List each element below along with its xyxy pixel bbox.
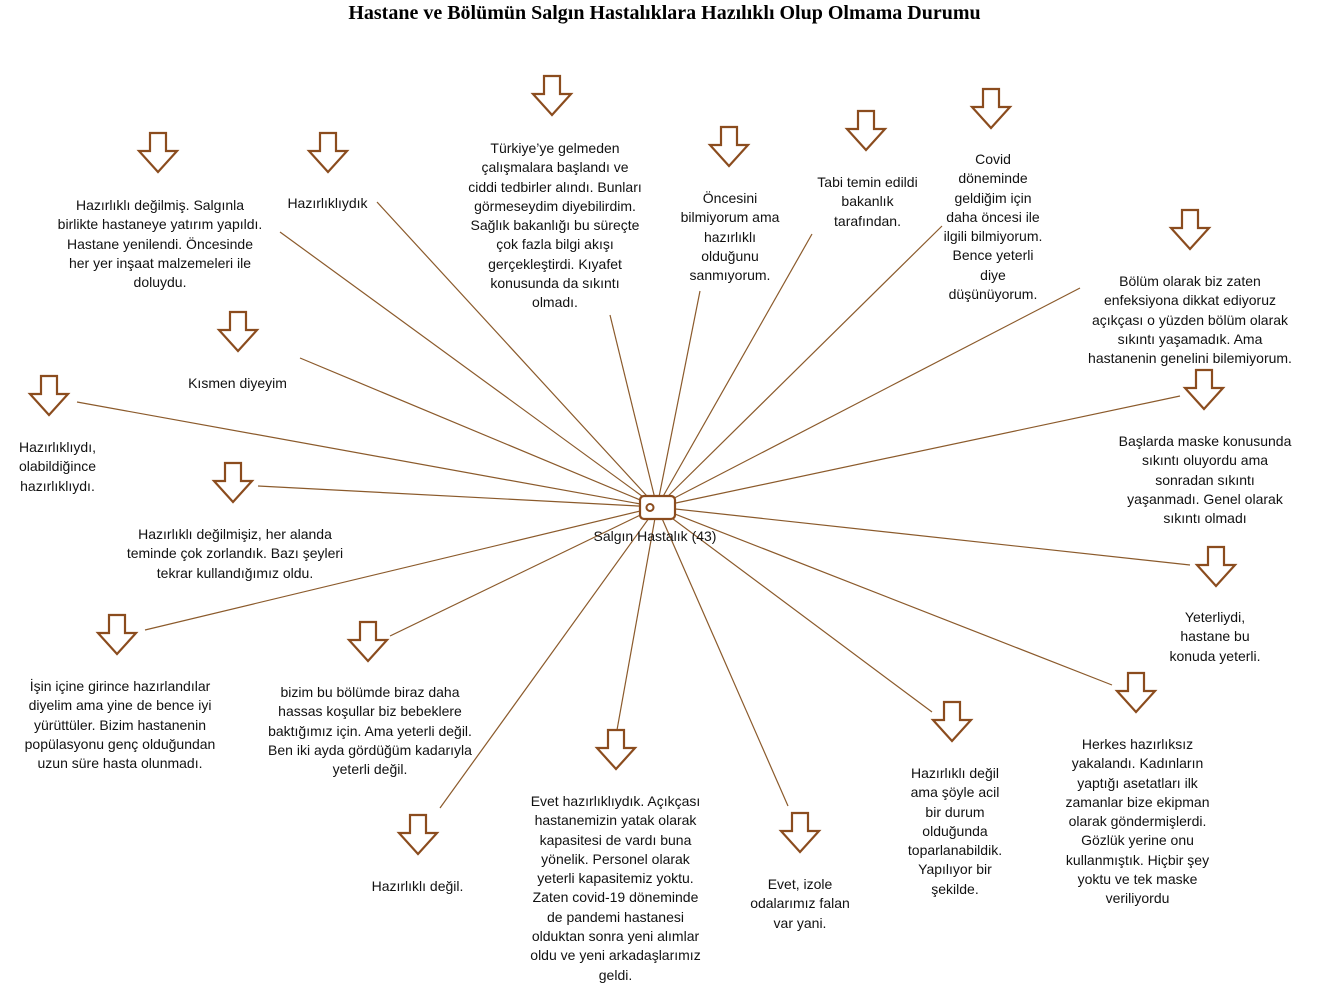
connector-line-n7 (656, 287, 1081, 508)
down-arrow-icon (778, 811, 822, 854)
connector-line-n19 (299, 357, 658, 508)
down-arrow-icon (136, 131, 180, 174)
connector-line-n11 (656, 506, 933, 713)
connector-line-n6 (656, 225, 943, 508)
connector-line-n16 (144, 506, 658, 631)
node-text-n1: Hazırlıklı değilmiş. Salgınla birlikte h… (57, 197, 263, 291)
down-arrow-icon (930, 700, 974, 743)
down-arrow-icon (396, 813, 440, 856)
down-arrow-icon (346, 620, 390, 663)
down-arrow-icon (95, 613, 139, 656)
down-arrow-icon (594, 728, 638, 771)
node-text-n2: Hazırlıklıydık (287, 195, 368, 211)
down-arrow-icon (1114, 671, 1158, 714)
down-arrow-icon (530, 74, 574, 117)
node-text-n16: İşin içine girince hazırlandılar diyelim… (24, 678, 216, 772)
connector-line-n14 (439, 506, 658, 809)
node-text-n11: Hazırlıklı değil ama şöyle acil bir duru… (907, 765, 1003, 897)
down-arrow-icon (27, 374, 71, 417)
connector-line-n12 (656, 506, 789, 807)
down-arrow-icon (844, 109, 888, 152)
down-arrow-icon (216, 310, 260, 353)
node-text-n14: Hazırlıklı değil. (371, 878, 464, 894)
down-arrow-icon (707, 125, 751, 168)
connector-line-n5 (656, 233, 813, 508)
node-text-n4: Öncesini bilmiyorum ama hazırlıklı olduğ… (680, 190, 780, 284)
connector-line-n4 (656, 290, 701, 508)
connector-line-n2 (376, 201, 658, 508)
tag-icon (638, 494, 677, 521)
down-arrow-icon (211, 461, 255, 504)
connector-line-n9 (656, 506, 1191, 566)
down-arrow-icon (306, 131, 350, 174)
node-text-n13: Evet hazırlıklıydık. Açıkçası hastanemiz… (530, 793, 701, 983)
connector-line-n8 (656, 395, 1181, 508)
node-text-n9: Yeterliydi, hastane bu konuda yeterli. (1169, 609, 1261, 664)
node-text-n12: Evet, izole odalarımız falan var yani. (750, 876, 850, 931)
diagram-title: Hastane ve Bölümün Salgın Hastalıklara H… (348, 2, 981, 24)
node-text-n19: Kısmen diyeyim (188, 375, 287, 391)
connector-line-n10 (656, 506, 1113, 686)
node-text-n6: Covid döneminde geldiğim için daha önces… (943, 151, 1043, 303)
down-arrow-icon (1168, 208, 1212, 251)
connector-line-n17 (257, 485, 658, 508)
down-arrow-icon (969, 87, 1013, 130)
node-text-n7: Bölüm olarak biz zaten enfeksiyona dikka… (1088, 273, 1292, 367)
connector-line-n15 (389, 506, 658, 637)
node-text-n15: bizim bu bölümde biraz daha hassas koşul… (268, 684, 472, 778)
connector-line-n18 (76, 401, 658, 508)
node-text-n5: Tabi temin edildi bakanlık tarafından. (817, 174, 918, 229)
connector-line-n13 (616, 506, 658, 731)
node-text-n10: Herkes hazırlıksız yakalandı. Kadınların… (1065, 736, 1210, 907)
node-text-n17: Hazırlıklı değilmişiz, her alanda temind… (126, 526, 344, 581)
node-text-n8: Başlarda maske konusunda sıkıntı oluyord… (1118, 433, 1292, 527)
down-arrow-icon (1182, 368, 1226, 411)
center-node-label: Salgın Hastalık (43) (593, 528, 717, 544)
connector-line-n1 (279, 231, 658, 508)
node-text-n3: Türkiye’ye gelmeden çalışmalara başlandı… (468, 140, 642, 311)
down-arrow-icon (1194, 545, 1238, 588)
connector-line-n3 (609, 314, 658, 508)
node-text-n18: Hazırlıklıydı, olabildiğince hazırlıklıy… (18, 439, 97, 494)
